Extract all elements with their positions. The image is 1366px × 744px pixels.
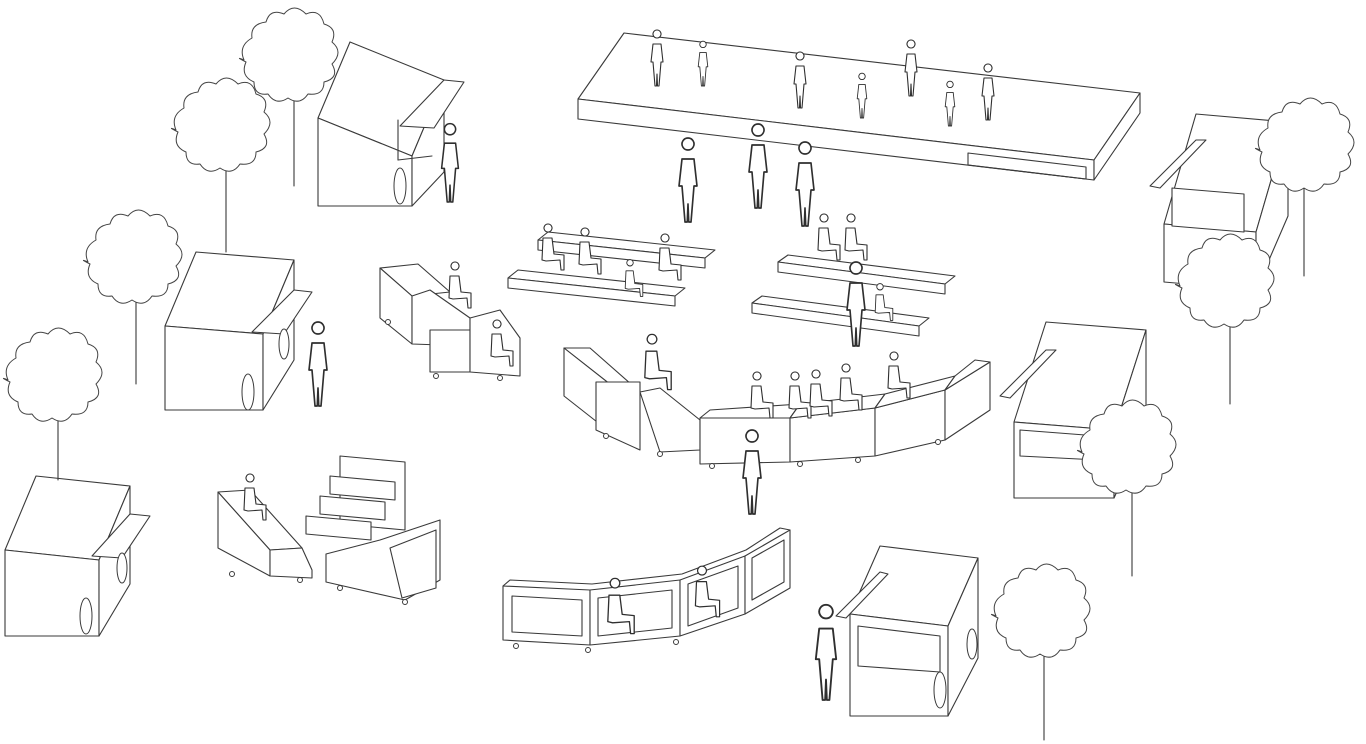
food-truck-top [317,41,465,207]
bench-left [507,231,716,307]
stairs-module [217,455,441,605]
curved-shelf-module [502,527,791,653]
food-truck-left-middle [164,251,313,411]
food-truck-bottom-right [835,545,979,717]
curved-seating-module [563,347,991,469]
bench-right [751,254,956,337]
food-truck-bottom-left [4,475,151,637]
trees [3,7,1355,741]
food-truck-right-middle [999,321,1147,499]
stepped-seating-module [379,263,521,381]
